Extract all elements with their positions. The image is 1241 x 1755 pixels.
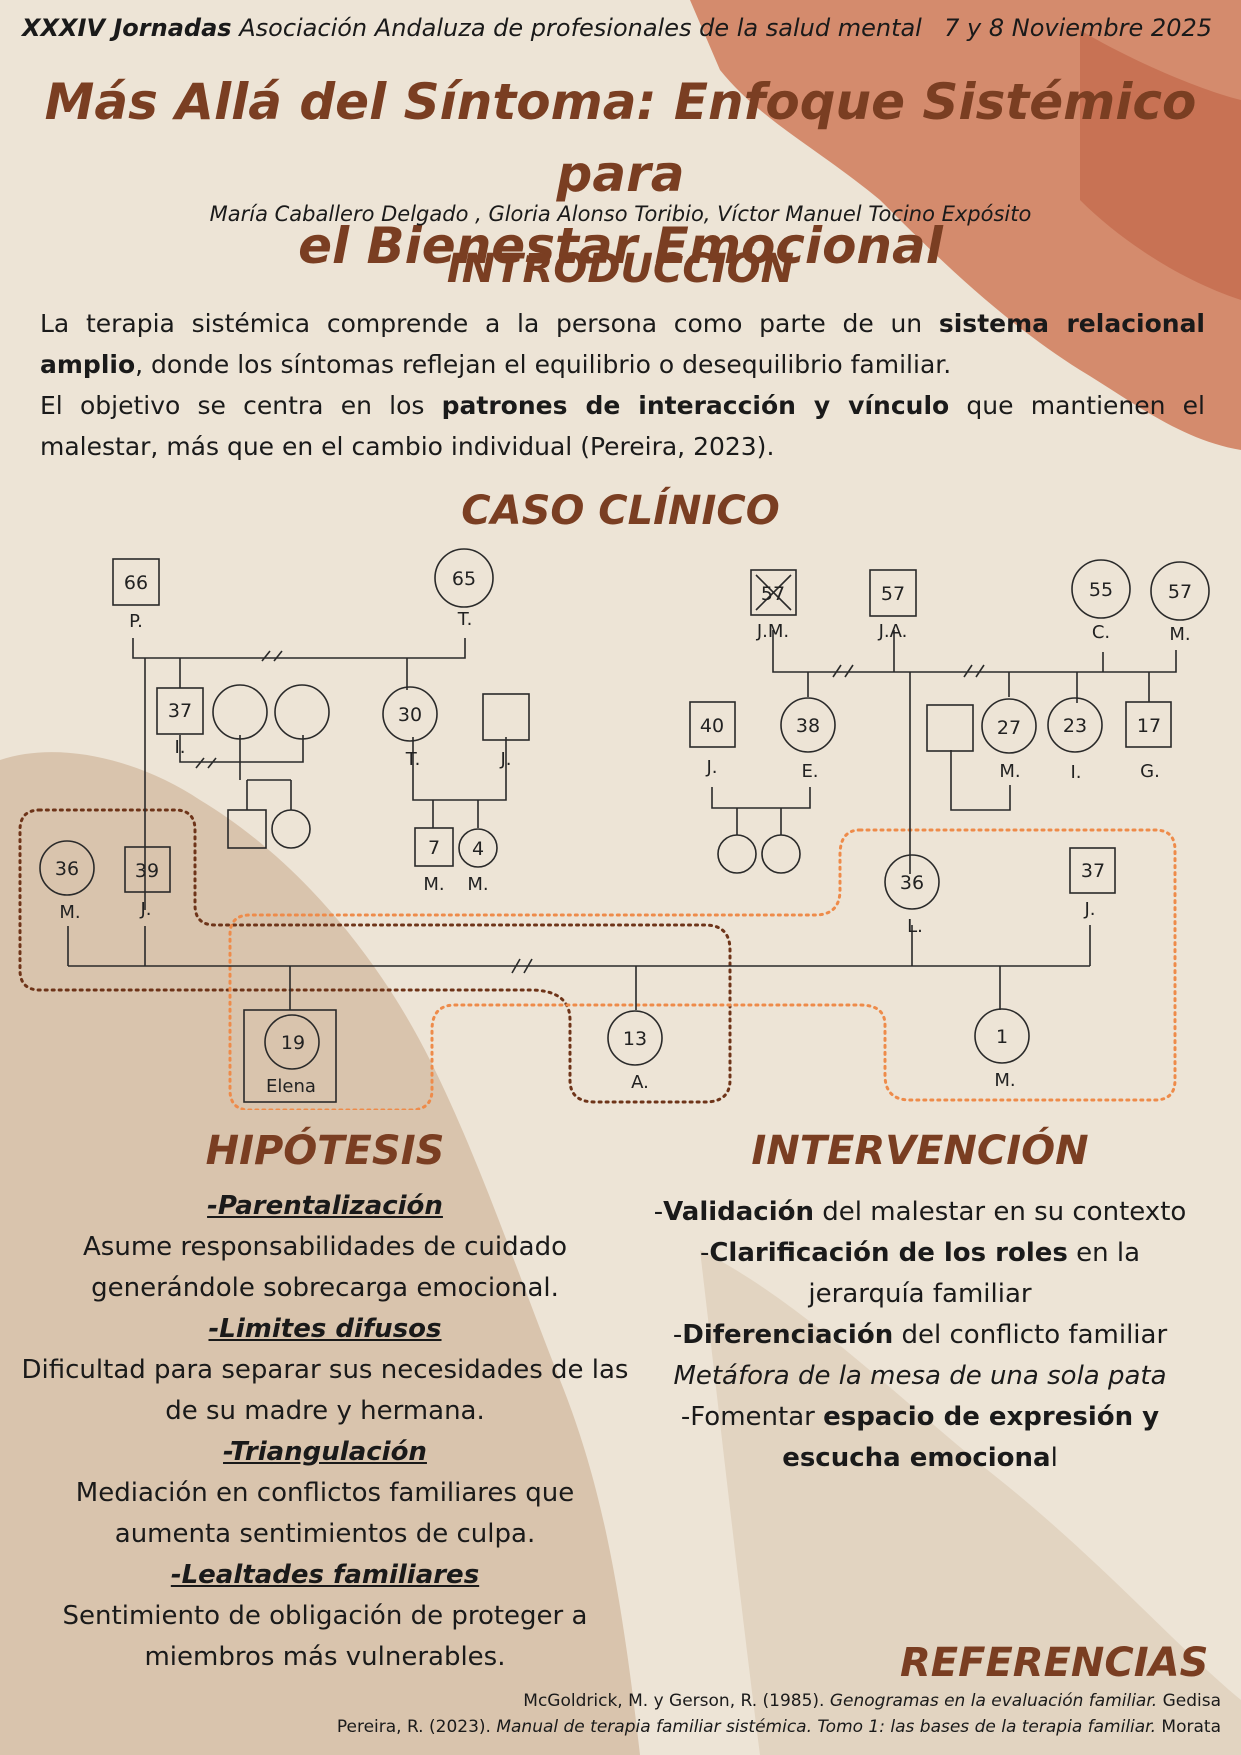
genogram-initial: J.M.: [756, 621, 789, 642]
genogram-initial: J.: [139, 899, 151, 920]
association-name: Asociación Andaluza de profesionales de …: [231, 14, 922, 42]
genogram-age: 55: [1089, 579, 1113, 601]
genogram-age: 57: [881, 583, 905, 605]
intervention-item: -Validación del malestar en su contexto: [653, 1197, 1187, 1227]
hypothesis-text: Mediación en conflictos familiares que a…: [75, 1478, 575, 1549]
genogram-age: 40: [700, 715, 724, 737]
case-heading: CASO CLÍNICO: [461, 488, 780, 534]
genogram-initial: J.: [1083, 899, 1095, 920]
genogram-age: 37: [168, 700, 192, 722]
intervention-list: -Validación del malestar en su contexto …: [640, 1192, 1200, 1479]
intervention-item: -Clarificación de los roles en la jerarq…: [699, 1238, 1141, 1309]
genogram-age: 27: [997, 717, 1021, 739]
genogram-initial: T.: [405, 749, 421, 770]
hypothesis-heading: HIPÓTESIS: [205, 1128, 445, 1174]
genogram-initial: P.: [129, 611, 143, 632]
genogram-initial: E.: [801, 761, 818, 782]
hypothesis-text: Dificultad para separar sus necesidades …: [21, 1355, 629, 1426]
genogram-age: 36: [900, 872, 924, 894]
genogram-age: 37: [1081, 860, 1105, 882]
genogram-age: 39: [135, 860, 159, 882]
genogram-initial: L.: [907, 916, 923, 937]
genogram-initial: J.: [705, 757, 717, 778]
genogram-initial: M.: [999, 761, 1020, 782]
genogram-age: 7: [428, 837, 440, 859]
hypothesis-text: Asume responsabilidades de cuidado gener…: [83, 1232, 567, 1303]
references-heading: REFERENCIAS: [900, 1640, 1209, 1686]
hypothesis-text: Sentimiento de obligación de proteger a …: [62, 1601, 588, 1672]
genogram-age: 19: [281, 1032, 305, 1054]
intro-paragraph-1: La terapia sistémica comprende a la pers…: [40, 309, 1206, 379]
intervention-item: -Diferenciación del conflicto familiar: [672, 1320, 1168, 1350]
hypothesis-title: -Lealtades familiares: [170, 1560, 480, 1590]
genogram-initial: G.: [1140, 761, 1160, 782]
hypothesis-title: -Limites difusos: [208, 1314, 442, 1344]
intro-text: La terapia sistémica comprende a la pers…: [40, 303, 1205, 467]
genogram-age: 30: [398, 704, 422, 726]
genogram-initial: I.: [1070, 762, 1081, 783]
authors: María Caballero Delgado , Gloria Alonso …: [209, 202, 1032, 226]
intervention-item: -Fomentar espacio de expresión y escucha…: [680, 1402, 1160, 1473]
genogram-initial: M.: [467, 874, 488, 895]
conference-date: 7 y 8 Noviembre 2025: [944, 14, 1212, 42]
genogram-initial: A.: [631, 1072, 649, 1093]
intervention-metaphor: Metáfora de la mesa de una sola pata: [673, 1361, 1167, 1391]
genogram-initial: C.: [1092, 622, 1110, 643]
genogram-age: 66: [124, 572, 148, 594]
hypothesis-list: -Parentalización Asume responsabilidades…: [20, 1186, 630, 1678]
intervention-heading: INTERVENCIÓN: [751, 1128, 1089, 1174]
genogram-initial: J.: [499, 749, 511, 770]
genogram-initial: Elena: [266, 1076, 316, 1097]
genogram-initial: M.: [994, 1070, 1015, 1091]
title-line-2: el Bienestar Emocional: [298, 217, 943, 275]
conference-header: XXXIV Jornadas Asociación Andaluza de pr…: [22, 14, 1212, 42]
genogram-age: 57: [761, 583, 785, 605]
title-line-1: Más Allá del Síntoma: Enfoque Sistémico …: [44, 73, 1197, 203]
intro-paragraph-2: El objetivo se centra en los patrones de…: [40, 391, 1206, 461]
genogram-initial: M.: [1169, 624, 1190, 645]
genogram-initial: J.A.: [878, 621, 908, 642]
genogram-age: 38: [796, 715, 820, 737]
conference-name: XXXIV Jornadas: [22, 14, 232, 42]
genogram-age: 4: [472, 838, 484, 860]
intro-heading: INTRODUCCIÓN: [446, 246, 795, 292]
genogram-age: 13: [623, 1028, 647, 1050]
reference-item: McGoldrick, M. y Gerson, R. (1985). Geno…: [523, 1691, 1221, 1711]
genogram-age: 57: [1168, 581, 1192, 603]
genogram-age: 1: [996, 1026, 1008, 1048]
genogram-initial: I.: [174, 737, 185, 758]
hypothesis-title: -Triangulación: [223, 1437, 427, 1467]
genogram-initial: M.: [423, 874, 444, 895]
reference-item: Pereira, R. (2023). Manual de terapia fa…: [336, 1717, 1221, 1737]
genogram-age: 65: [452, 568, 476, 590]
genogram-age: 17: [1137, 715, 1161, 737]
genogram-age: 36: [55, 858, 79, 880]
genogram-initial: T.: [457, 609, 473, 630]
genogram-age: 23: [1063, 715, 1087, 737]
genogram: 66 P. 65 T. 37 I. 30 T. J. 7 M. 4 M. 36 …: [18, 548, 1210, 1110]
genogram-initial: M.: [59, 902, 80, 923]
references-list: McGoldrick, M. y Gerson, R. (1985). Geno…: [21, 1688, 1221, 1740]
poster-title: Más Allá del Síntoma: Enfoque Sistémico …: [0, 66, 1241, 282]
hypothesis-title: -Parentalización: [207, 1191, 443, 1221]
